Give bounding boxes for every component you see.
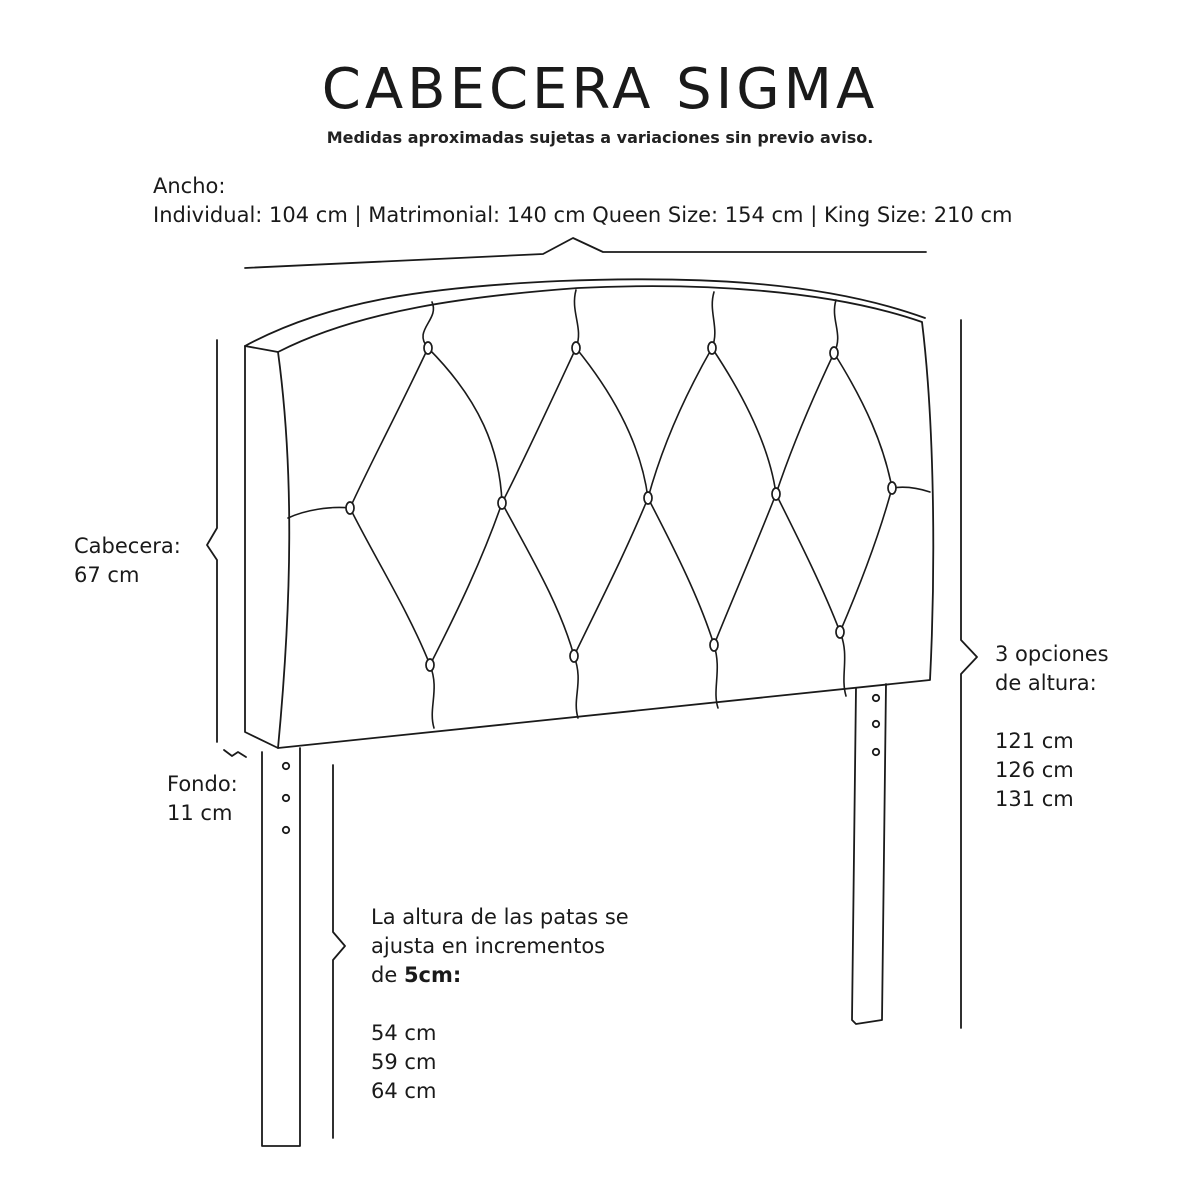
- altura-line1: 3 opciones: [995, 642, 1109, 666]
- ancho-sizes: Individual: 104 cm | Matrimonial: 140 cm…: [153, 203, 1013, 227]
- patas-option-3: 64 cm: [371, 1079, 437, 1103]
- patas-increment: 5cm:: [403, 963, 462, 987]
- fondo-dimension: [223, 749, 247, 758]
- tufting-lines: [287, 289, 931, 729]
- altura-option-3: 131 cm: [995, 787, 1074, 811]
- patas-line3: de 5cm:: [371, 961, 629, 990]
- cabecera-value: 67 cm: [74, 563, 140, 587]
- tufting-buttons: [345, 341, 897, 672]
- patas-dimension: [332, 764, 346, 1139]
- altura-label-group: 3 opciones de altura: 121 cm 126 cm 131 …: [995, 640, 1109, 814]
- cabecera-label-group: Cabecera: 67 cm: [74, 532, 181, 590]
- patas-option-2: 59 cm: [371, 1050, 437, 1074]
- fondo-label: Fondo:: [167, 772, 238, 796]
- right-leg: [851, 683, 887, 1025]
- patas-option-1: 54 cm: [371, 1021, 437, 1045]
- cabecera-dimension: [206, 339, 218, 743]
- patas-line1: La altura de las patas se: [371, 905, 629, 929]
- patas-line2: ajusta en incrementos: [371, 934, 606, 958]
- altura-line2: de altura:: [995, 671, 1097, 695]
- altura-option-1: 121 cm: [995, 729, 1074, 753]
- altura-option-2: 126 cm: [995, 758, 1074, 782]
- page-subtitle: Medidas aproximadas sujetas a variacione…: [326, 128, 874, 147]
- ancho-label-group: Ancho: Individual: 104 cm | Matrimonial:…: [153, 172, 1012, 230]
- fondo-value: 11 cm: [167, 801, 233, 825]
- width-dimension: [244, 237, 927, 269]
- cabecera-label: Cabecera:: [74, 534, 181, 558]
- page-title: CABECERA SIGMA: [321, 57, 879, 122]
- patas-line3-prefix: de: [371, 963, 404, 987]
- patas-label-group: La altura de las patas se ajusta en incr…: [371, 903, 629, 1106]
- left-leg: [261, 747, 301, 1147]
- ancho-label: Ancho:: [153, 174, 226, 198]
- altura-dimension: [960, 319, 978, 1029]
- fondo-label-group: Fondo: 11 cm: [167, 770, 238, 828]
- headboard-body: [244, 278, 935, 749]
